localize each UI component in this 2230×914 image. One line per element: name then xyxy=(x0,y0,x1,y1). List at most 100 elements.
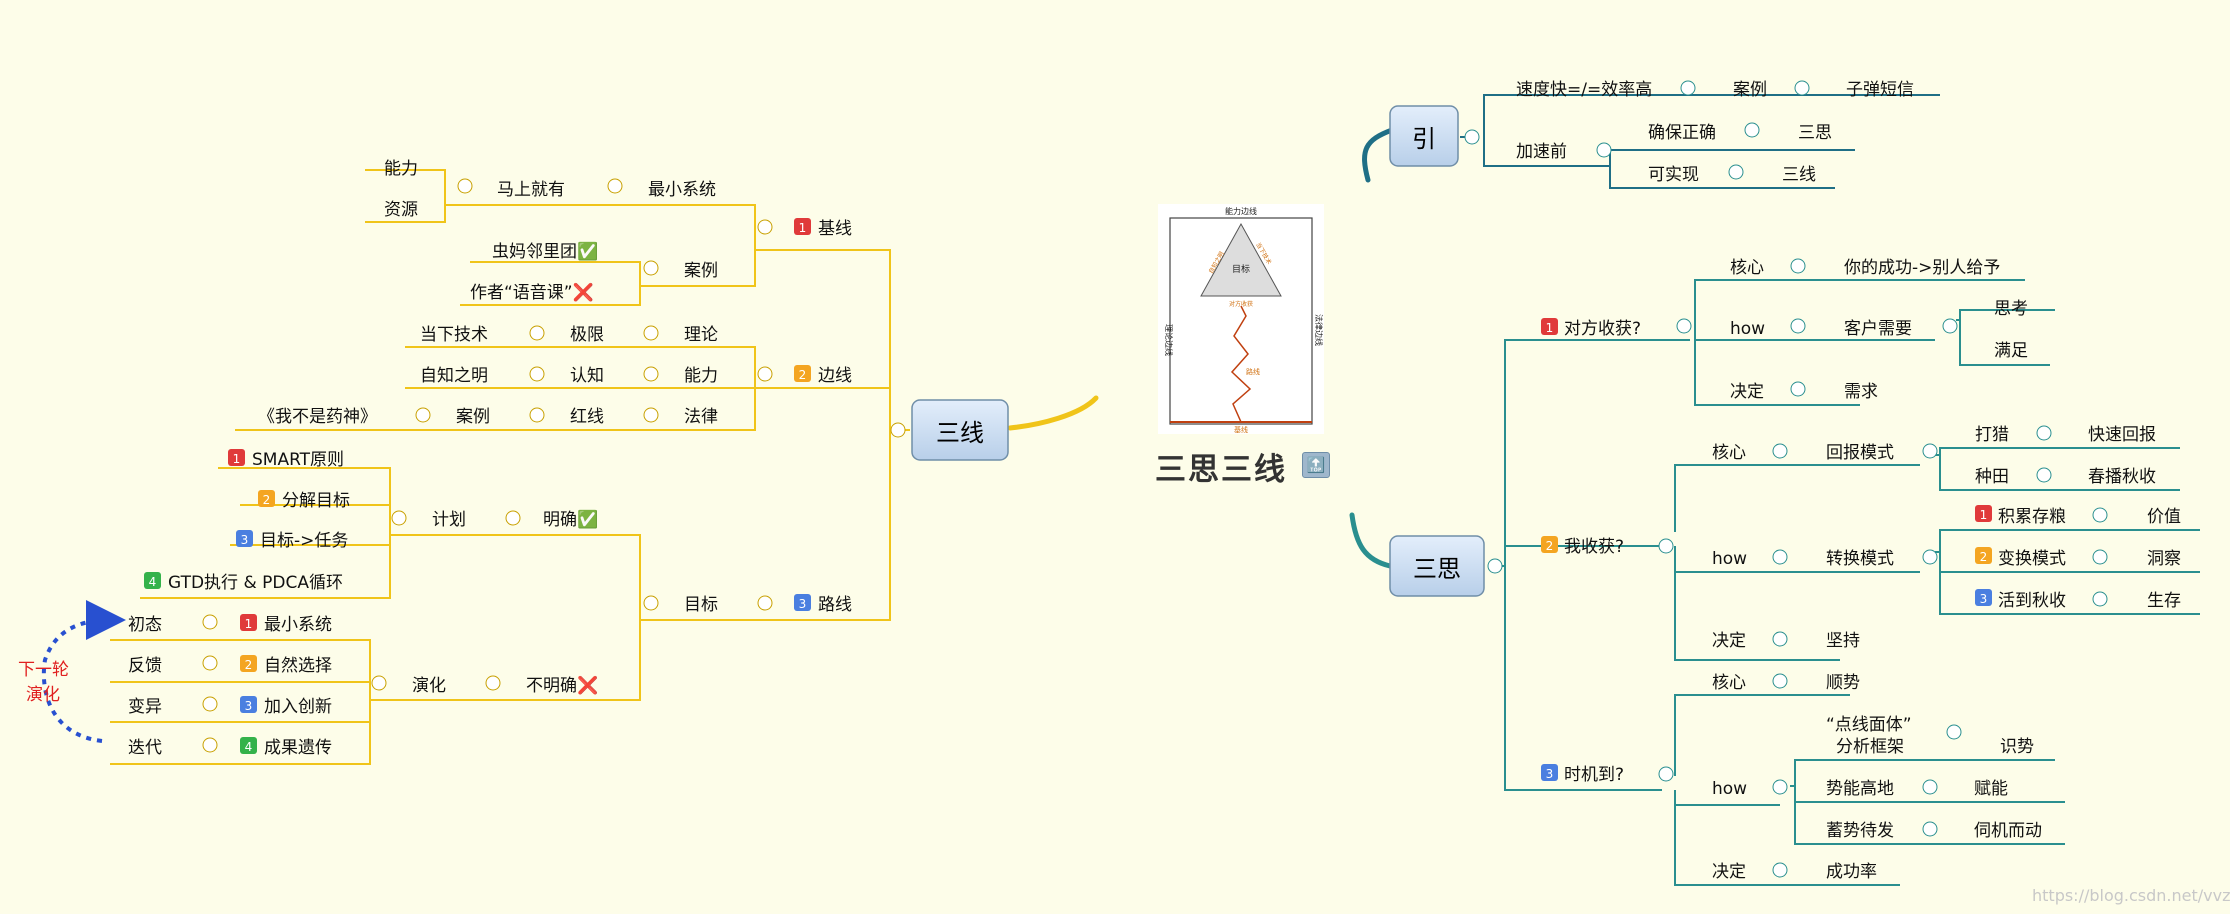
branch-sanxian-box[interactable] xyxy=(911,399,1009,461)
sanxian-toggles[interactable] xyxy=(202,178,773,753)
node-inherit[interactable]: 成果遗传 xyxy=(264,738,332,758)
node-hunt[interactable]: 打猎 xyxy=(1975,425,2009,445)
node-quick[interactable]: 快速回报 xyxy=(2088,425,2156,445)
node-case[interactable]: 案例 xyxy=(684,261,718,281)
node-empower[interactable]: 赋能 xyxy=(1974,779,2008,799)
branch-yin xyxy=(1362,94,1940,189)
branch-yin-box[interactable] xyxy=(1389,105,1459,167)
node-success-rate[interactable]: 成功率 xyxy=(1826,862,1877,882)
svg-text:1: 1 xyxy=(245,617,253,631)
node-autumn[interactable]: 活到秋收 xyxy=(1998,591,2066,611)
node-min-system[interactable]: 最小系统 xyxy=(648,180,716,200)
node-task[interactable]: 目标->任务 xyxy=(260,531,348,551)
node-unclear[interactable]: 不明确❌ xyxy=(526,675,598,696)
node-meituan[interactable]: 虫妈邻里团✅ xyxy=(492,241,598,262)
node-case[interactable]: 案例 xyxy=(1733,80,1767,100)
node-q1-how[interactable]: how xyxy=(1730,319,1765,339)
node-farm[interactable]: 种田 xyxy=(1975,467,2009,487)
node-frame-1[interactable]: “点线面体” xyxy=(1826,715,1912,735)
node-feasible[interactable]: 可实现 xyxy=(1648,165,1699,185)
node-convert-mode[interactable]: 转换模式 xyxy=(1826,549,1894,569)
node-sanxian-ref[interactable]: 三线 xyxy=(1782,165,1816,185)
node-q1-core[interactable]: 核心 xyxy=(1730,258,1764,278)
node-law[interactable]: 法律 xyxy=(684,407,718,427)
node-baseline[interactable]: 基线 xyxy=(818,219,852,239)
node-redline[interactable]: 红线 xyxy=(570,407,604,427)
node-tech[interactable]: 当下技术 xyxy=(420,325,488,345)
node-q2-decide[interactable]: 决定 xyxy=(1712,631,1746,651)
node-wait[interactable]: 伺机而动 xyxy=(1974,821,2042,841)
collapse-toggle-sanxian[interactable] xyxy=(890,422,906,438)
node-persist[interactable]: 坚持 xyxy=(1826,631,1860,651)
node-speed[interactable]: 速度快=/=效率高 xyxy=(1516,80,1652,100)
node-edge[interactable]: 边线 xyxy=(818,366,852,386)
node-decompose[interactable]: 分解目标 xyxy=(282,491,350,511)
node-change-mode[interactable]: 变换模式 xyxy=(1998,549,2066,569)
node-plan[interactable]: 计划 xyxy=(432,510,466,530)
node-goal[interactable]: 目标 xyxy=(684,595,718,615)
node-self[interactable]: 自知之明 xyxy=(420,366,488,386)
node-feedback[interactable]: 反馈 xyxy=(128,656,162,676)
node-q1-need[interactable]: 客户需要 xyxy=(1844,319,1912,339)
node-value[interactable]: 价值 xyxy=(2147,507,2181,527)
collapse-toggle-sansi[interactable] xyxy=(1487,558,1503,574)
node-ensure[interactable]: 确保正确 xyxy=(1648,123,1716,143)
node-evolve[interactable]: 演化 xyxy=(412,676,446,696)
yin-toggles[interactable] xyxy=(1596,80,1810,180)
node-high[interactable]: 势能高地 xyxy=(1826,779,1894,799)
node-spring[interactable]: 春播秋收 xyxy=(2088,467,2156,487)
node-smart[interactable]: SMART原则 xyxy=(252,450,344,470)
svg-text:1: 1 xyxy=(1546,321,1554,335)
node-theory[interactable]: 理论 xyxy=(684,325,718,345)
root-topic[interactable]: 三思三线 xyxy=(1155,452,1287,488)
node-route[interactable]: 路线 xyxy=(818,595,852,615)
node-case-law[interactable]: 案例 xyxy=(456,407,490,427)
node-q2[interactable]: 我收获? xyxy=(1564,537,1624,557)
node-clear[interactable]: 明确✅ xyxy=(543,509,598,530)
node-store[interactable]: 蓄势待发 xyxy=(1826,821,1894,841)
node-iterate[interactable]: 迭代 xyxy=(128,738,162,758)
node-natural[interactable]: 自然选择 xyxy=(264,656,332,676)
sansi-toggles[interactable] xyxy=(1658,258,2108,878)
node-frame-2[interactable]: 分析框架 xyxy=(1836,737,1904,757)
node-bullet-sms[interactable]: 子弹短信 xyxy=(1846,80,1914,100)
node-q1[interactable]: 对方收获? xyxy=(1564,319,1641,339)
node-reward-mode[interactable]: 回报模式 xyxy=(1826,443,1894,463)
node-before[interactable]: 加速前 xyxy=(1516,142,1567,162)
svg-text:2: 2 xyxy=(799,368,807,382)
node-follow[interactable]: 顺势 xyxy=(1826,673,1860,693)
node-cognition[interactable]: 认知 xyxy=(570,366,604,386)
node-movie[interactable]: 《我不是药神》 xyxy=(258,407,377,427)
node-ability[interactable]: 能力 xyxy=(384,159,418,179)
node-ability-edge[interactable]: 能力 xyxy=(684,366,718,386)
node-recognize[interactable]: 识势 xyxy=(2000,737,2034,757)
node-resource[interactable]: 资源 xyxy=(384,200,418,220)
node-q3-how[interactable]: how xyxy=(1712,779,1747,799)
collapse-toggle-yin[interactable] xyxy=(1464,129,1480,145)
node-q3[interactable]: 时机到? xyxy=(1564,765,1624,785)
node-limit[interactable]: 极限 xyxy=(570,325,604,345)
node-init[interactable]: 初态 xyxy=(128,615,162,635)
node-innovate[interactable]: 加入创新 xyxy=(264,697,332,717)
node-ready[interactable]: 马上就有 xyxy=(497,180,565,200)
branch-sansi-box[interactable] xyxy=(1389,535,1485,597)
node-min-system-2[interactable]: 最小系统 xyxy=(264,615,332,635)
node-q1-core-value[interactable]: 你的成功->别人给予 xyxy=(1844,258,2000,278)
next-round-label-2: 演化 xyxy=(26,685,60,705)
node-q3-core[interactable]: 核心 xyxy=(1712,673,1746,693)
node-sansi-ref[interactable]: 三思 xyxy=(1798,123,1832,143)
node-voice[interactable]: 作者“语音课”❌ xyxy=(470,282,594,303)
node-variation[interactable]: 变异 xyxy=(128,697,162,717)
node-satisfy[interactable]: 满足 xyxy=(1994,341,2028,361)
node-survive[interactable]: 生存 xyxy=(2147,591,2181,611)
node-think[interactable]: 思考 xyxy=(1994,299,2028,319)
node-gtd[interactable]: GTD执行 & PDCA循环 xyxy=(168,573,343,593)
node-q3-decide[interactable]: 决定 xyxy=(1712,862,1746,882)
branch-sanxian-lines xyxy=(110,169,1099,765)
node-q2-core[interactable]: 核心 xyxy=(1712,443,1746,463)
node-accumulate[interactable]: 积累存粮 xyxy=(1998,507,2066,527)
node-insight[interactable]: 洞察 xyxy=(2147,549,2181,569)
node-demand[interactable]: 需求 xyxy=(1844,382,1878,402)
node-q1-decide[interactable]: 决定 xyxy=(1730,382,1764,402)
node-q2-how[interactable]: how xyxy=(1712,549,1747,569)
